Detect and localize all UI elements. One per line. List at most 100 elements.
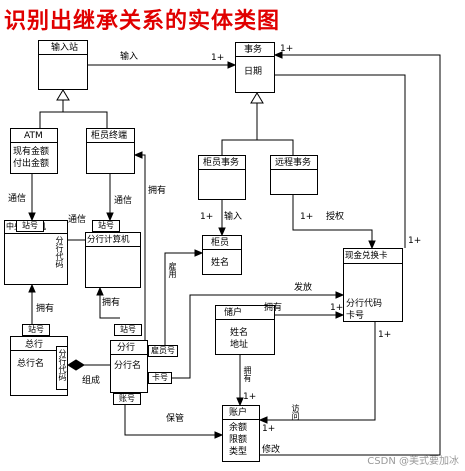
branch-attr-name: 分行名 (114, 361, 142, 371)
branch-account-no-qualifier: 账号 (113, 393, 141, 405)
arrow-employ (194, 249, 204, 257)
class-branch-computer: 分行计算机 (85, 232, 141, 288)
branch-employee-no-qualifier: 雇员号 (148, 345, 178, 357)
atm-op-2: 付出金额 (13, 159, 50, 169)
class-input-station: 输入站 (38, 40, 88, 90)
modify-line (260, 54, 441, 456)
branch-name-title: 分行 (117, 343, 136, 353)
depositor-name: 储户 (224, 308, 243, 318)
atm-inherit-line (39, 100, 64, 128)
remote-transaction-name: 远程事务 (275, 158, 312, 168)
transaction-name: 事务 (244, 45, 263, 55)
assoc-issue-label: 发放 (294, 283, 313, 293)
mult-depositor-account: 1+ (243, 392, 257, 402)
arrow-tellertx-teller (218, 227, 226, 237)
arrow-terminal-branchcomp (106, 212, 114, 222)
teller-name: 柜员 (211, 238, 230, 248)
transaction-inherit-triangle (250, 92, 264, 104)
arrow-issue (335, 291, 345, 299)
class-teller: 柜员 姓名 (202, 235, 242, 275)
branch-branchcomp-line (99, 288, 120, 319)
assoc-authorize-label: 授权 (326, 212, 345, 222)
assoc-branch-branchcomp-label: 拥有 (102, 298, 121, 308)
composition-diamond (67, 359, 85, 371)
central-station-id-qualifier: 站号 (16, 220, 44, 232)
atm-name: ATM (24, 131, 43, 141)
head-office-name: 总行 (25, 340, 44, 350)
class-account: 账户 余额 限额 类型 (222, 405, 260, 462)
mult-depositor-cashcard: 1+ (330, 303, 344, 313)
assoc-atm-central-label: 通信 (8, 194, 27, 204)
central-branch-code: 分行代码 (55, 236, 64, 268)
employ-line (164, 252, 202, 350)
arrow-modify (273, 51, 283, 59)
mult-tellertx-input: 1+ (200, 212, 214, 222)
mult-authorize: 1+ (300, 212, 314, 222)
arrow-branch-branchcomp (96, 286, 104, 296)
teller-attr-name: 姓名 (211, 258, 230, 268)
mult-input: 1+ (211, 53, 225, 63)
class-atm: ATM 现有金额 付出金额 (10, 128, 58, 174)
mult-account-access: 1+ (262, 424, 276, 434)
arrow-keep (214, 431, 224, 439)
branch-station-id-qualifier: 站号 (114, 324, 142, 336)
cash-card-attr-1: 分行代码 (346, 299, 383, 309)
head-branch-code-qualifier: 分行代码 (56, 346, 68, 390)
teller-terminal-name: 柜员终端 (91, 131, 128, 141)
class-teller-terminal: 柜员终端 (86, 128, 135, 174)
depositor-attr-2: 地址 (230, 340, 249, 350)
branch-card-no-qualifier: 卡号 (148, 372, 172, 384)
input-station-name: 输入站 (51, 43, 79, 53)
arrow-atm-central (28, 212, 36, 222)
arrow-depositor-cashcard (335, 311, 345, 319)
arrow-input (227, 61, 237, 69)
assoc-keep-label: 保管 (166, 414, 185, 424)
diagram-title: 识别出继承关系的实体类图 (4, 9, 281, 34)
assoc-depositor-cashcard-label: 拥有 (264, 303, 283, 313)
assoc-employ-label: 雇用 (168, 262, 177, 278)
assoc-depositor-account-label: 拥有 (243, 366, 252, 382)
assoc-central-branchcomp-label: 通信 (68, 215, 87, 225)
access-line (260, 322, 376, 421)
account-attr-3: 类型 (229, 447, 248, 457)
assoc-compose-label: 组成 (82, 376, 101, 386)
assoc-access-label: 访问 (291, 404, 300, 420)
teller-terminal-inherit-line (63, 111, 108, 128)
class-depositor: 储户 姓名 地址 (215, 305, 275, 355)
watermark: CSDN @美式要加冰 (367, 456, 459, 467)
mult-access: 1+ (378, 330, 392, 340)
head-branch-code-label: 分行代码 (58, 349, 67, 381)
arrow-authorize (368, 240, 376, 250)
account-attr-2: 限额 (229, 435, 248, 445)
arrow-head-central (28, 283, 36, 293)
class-cash-card: 现金兑换卡 分行代码 卡号 (343, 248, 403, 322)
teller-tx-inherit-line (221, 103, 258, 155)
arrow-depositor-account (236, 397, 244, 407)
tx-cashcard-line (275, 74, 406, 248)
assoc-modify-label: 修改 (262, 445, 281, 455)
class-branch: 分行 分行名 (110, 340, 148, 393)
remote-tx-inherit-line (257, 139, 294, 155)
branchcomp-station-id-qualifier: 站号 (92, 220, 120, 232)
cash-card-name: 现金兑换卡 (345, 251, 388, 261)
keep-line (124, 405, 222, 436)
assoc-terminal-branchcomp-label: 通信 (114, 196, 133, 206)
teller-transaction-name: 柜员事务 (203, 158, 240, 168)
head-office-attr: 总行名 (17, 359, 45, 369)
class-remote-transaction: 远程事务 (270, 155, 318, 195)
assoc-head-central-label: 拥有 (36, 304, 55, 314)
mult-modify-tx: 1+ (280, 44, 294, 54)
account-attr-1: 余额 (229, 423, 248, 433)
account-name: 账户 (229, 408, 248, 418)
head-station-id-qualifier: 站号 (22, 324, 50, 336)
input-station-inherit-triangle (56, 89, 70, 101)
mult-tx-cashcard: 1+ (408, 236, 422, 246)
class-teller-transaction: 柜员事务 (198, 155, 246, 200)
arrow-access (258, 416, 268, 424)
authorize-line (292, 195, 373, 248)
assoc-tellertx-input-label: 输入 (224, 212, 243, 222)
atm-op-1: 现有金额 (13, 147, 50, 157)
assoc-input-label: 输入 (120, 52, 139, 62)
arrow-branch-terminal (133, 151, 143, 159)
assoc-branch-terminal-label: 拥有 (148, 186, 167, 196)
